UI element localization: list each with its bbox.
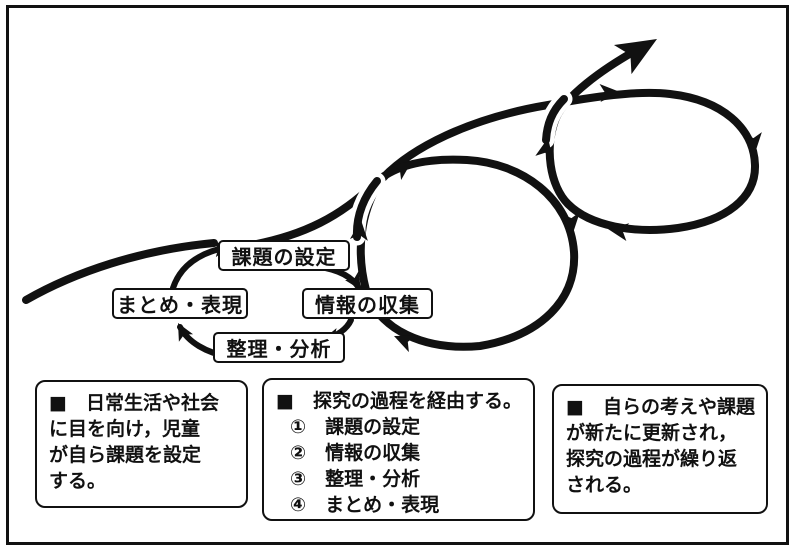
note-line: される。 bbox=[566, 474, 643, 496]
cycle-step-summary-expression: まとめ・表現 bbox=[112, 288, 248, 319]
note-line: ■ 探究の過程を経由する。 bbox=[276, 390, 522, 412]
note-line: が自ら課題を設定 bbox=[49, 444, 202, 466]
spiral-entry-path bbox=[22, 239, 218, 304]
note-box-inquiry-process: ■ 探究の過程を経由する。 ① 課題の設定 ② 情報の収集 ③ 整理・分析 ④ … bbox=[262, 378, 535, 521]
spiral-tip-arrow-icon bbox=[613, 39, 657, 75]
cycle-step-label: まとめ・表現 bbox=[117, 293, 243, 317]
note-box-renewed-questions: ■ 自らの考えや課題 が新たに更新され， 探究の過程が繰り返 される。 bbox=[552, 384, 768, 514]
note-line: する。 bbox=[49, 470, 107, 492]
note-line: ■ 自らの考えや課題 bbox=[566, 396, 755, 418]
arrow-head-icon bbox=[561, 212, 580, 233]
note-line: ③ 整理・分析 bbox=[290, 468, 421, 490]
note-line: ① 課題の設定 bbox=[290, 416, 421, 438]
cycle-step-information-gathering: 情報の収集 bbox=[302, 288, 433, 319]
note-line: に目を向け，児童 bbox=[49, 418, 201, 440]
cycle-step-label: 課題の設定 bbox=[231, 245, 337, 269]
arrow-head-icon bbox=[178, 323, 194, 342]
note-line: ■ 日常生活や社会 bbox=[49, 392, 219, 414]
arrow-head-icon bbox=[743, 132, 762, 153]
cycle-step-label: 情報の収集 bbox=[315, 293, 420, 317]
arrow-head-icon bbox=[394, 335, 416, 353]
cycle-step-organize-analyze: 整理・分析 bbox=[213, 332, 345, 363]
arrow-head-icon bbox=[345, 271, 361, 290]
note-line: ② 情報の収集 bbox=[290, 442, 421, 464]
note-box-problem-setting: ■ 日常生活や社会 に目を向け，児童 が自ら課題を設定 する。 bbox=[35, 380, 248, 508]
crossing-over-2 bbox=[542, 95, 568, 144]
arrow-head-icon bbox=[608, 223, 630, 242]
arrow-head-icon bbox=[390, 161, 412, 181]
cycle-step-label: 整理・分析 bbox=[226, 337, 332, 361]
note-line: 探究の過程が繰り返 bbox=[566, 448, 738, 470]
diagram-frame bbox=[6, 5, 789, 545]
note-line: が新たに更新され， bbox=[566, 422, 738, 444]
arrow-head-icon bbox=[535, 138, 554, 160]
arrow-head-icon bbox=[349, 220, 368, 241]
cycle-step-task-setting: 課題の設定 bbox=[218, 240, 350, 271]
note-line: ④ まとめ・表現 bbox=[290, 494, 440, 516]
arrow-head-icon bbox=[599, 84, 620, 103]
spiral-main-path bbox=[242, 43, 760, 351]
